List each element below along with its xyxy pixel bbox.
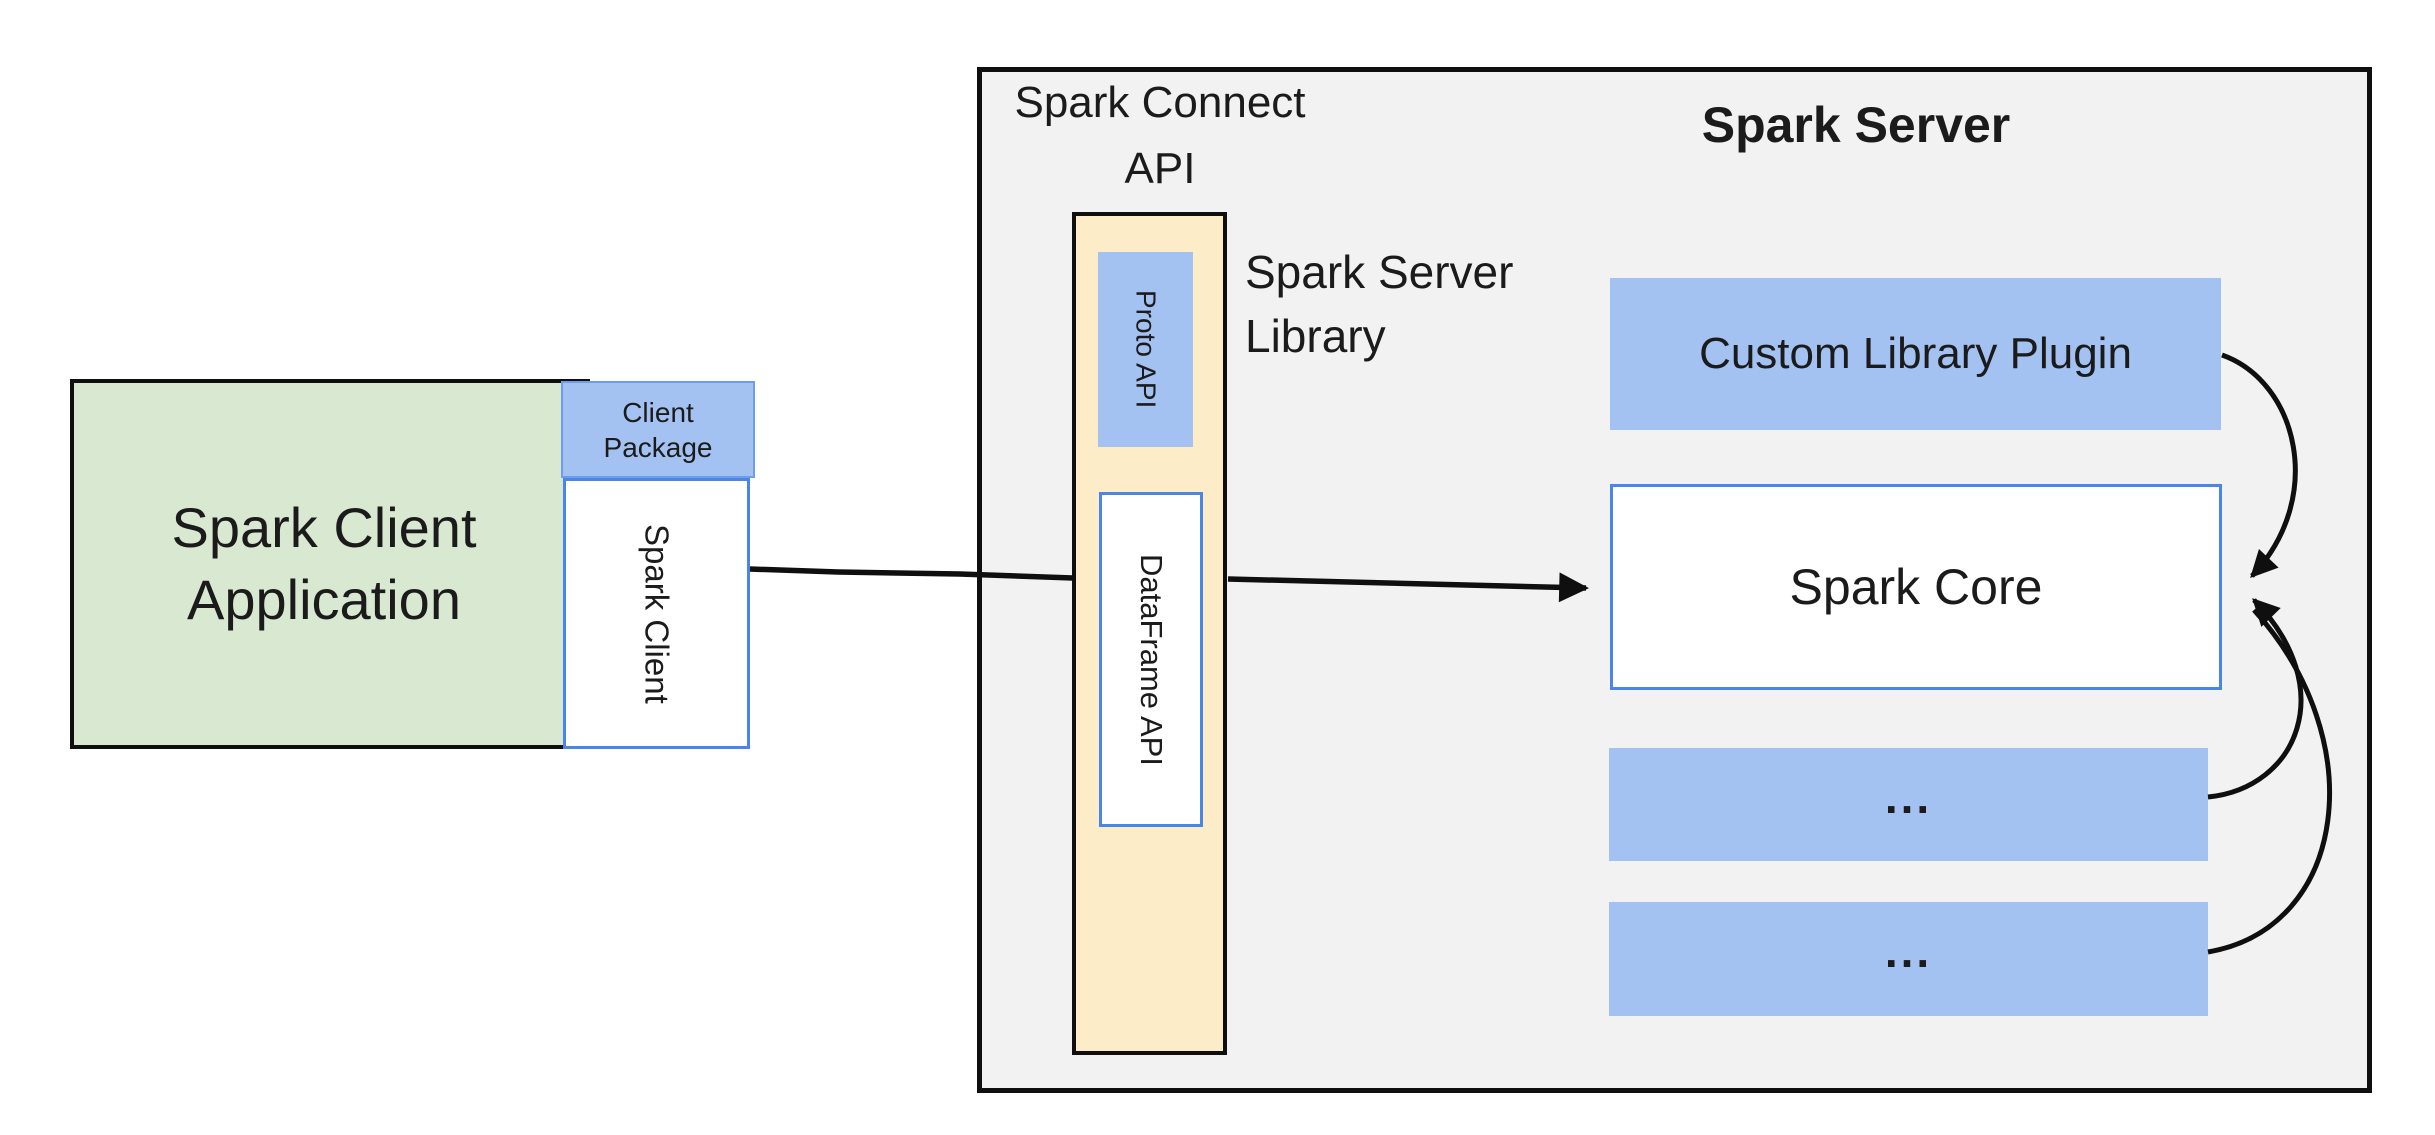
spark-connect-api-title: Spark Connect API (1014, 78, 1306, 193)
spark-core-box: Spark Core (1610, 484, 2222, 690)
ellipsis-label-1: ... (1884, 770, 1933, 823)
proto-api-label: Proto API (1130, 290, 1162, 409)
spark-client-application-label: Spark Client Application (171, 496, 477, 631)
ellipsis-label-2: ... (1884, 925, 1933, 977)
spark-client-application-box: Spark Client Application (70, 379, 590, 749)
spark-server-title: Spark Server (1701, 97, 2011, 153)
custom-library-plugin-label: Custom Library Plugin (1699, 329, 2132, 378)
spark-server-library-label: Spark Server Library (1245, 246, 1514, 363)
other-plugin-box-2: ... (1609, 902, 2208, 1016)
spark-client-label: Spark Client (638, 523, 676, 704)
custom-library-plugin-box: Custom Library Plugin (1610, 278, 2221, 430)
client-package-box: Client Package (561, 381, 755, 478)
spark-client-box: Spark Client (563, 478, 750, 749)
client-package-label: Client Package (603, 396, 713, 463)
spark-core-label: Spark Core (1789, 559, 2043, 615)
proto-api-box: Proto API (1098, 252, 1193, 447)
dataframe-api-label: DataFrame API (1134, 553, 1169, 766)
dataframe-api-box: DataFrame API (1099, 492, 1203, 827)
other-plugin-box-1: ... (1609, 748, 2208, 861)
